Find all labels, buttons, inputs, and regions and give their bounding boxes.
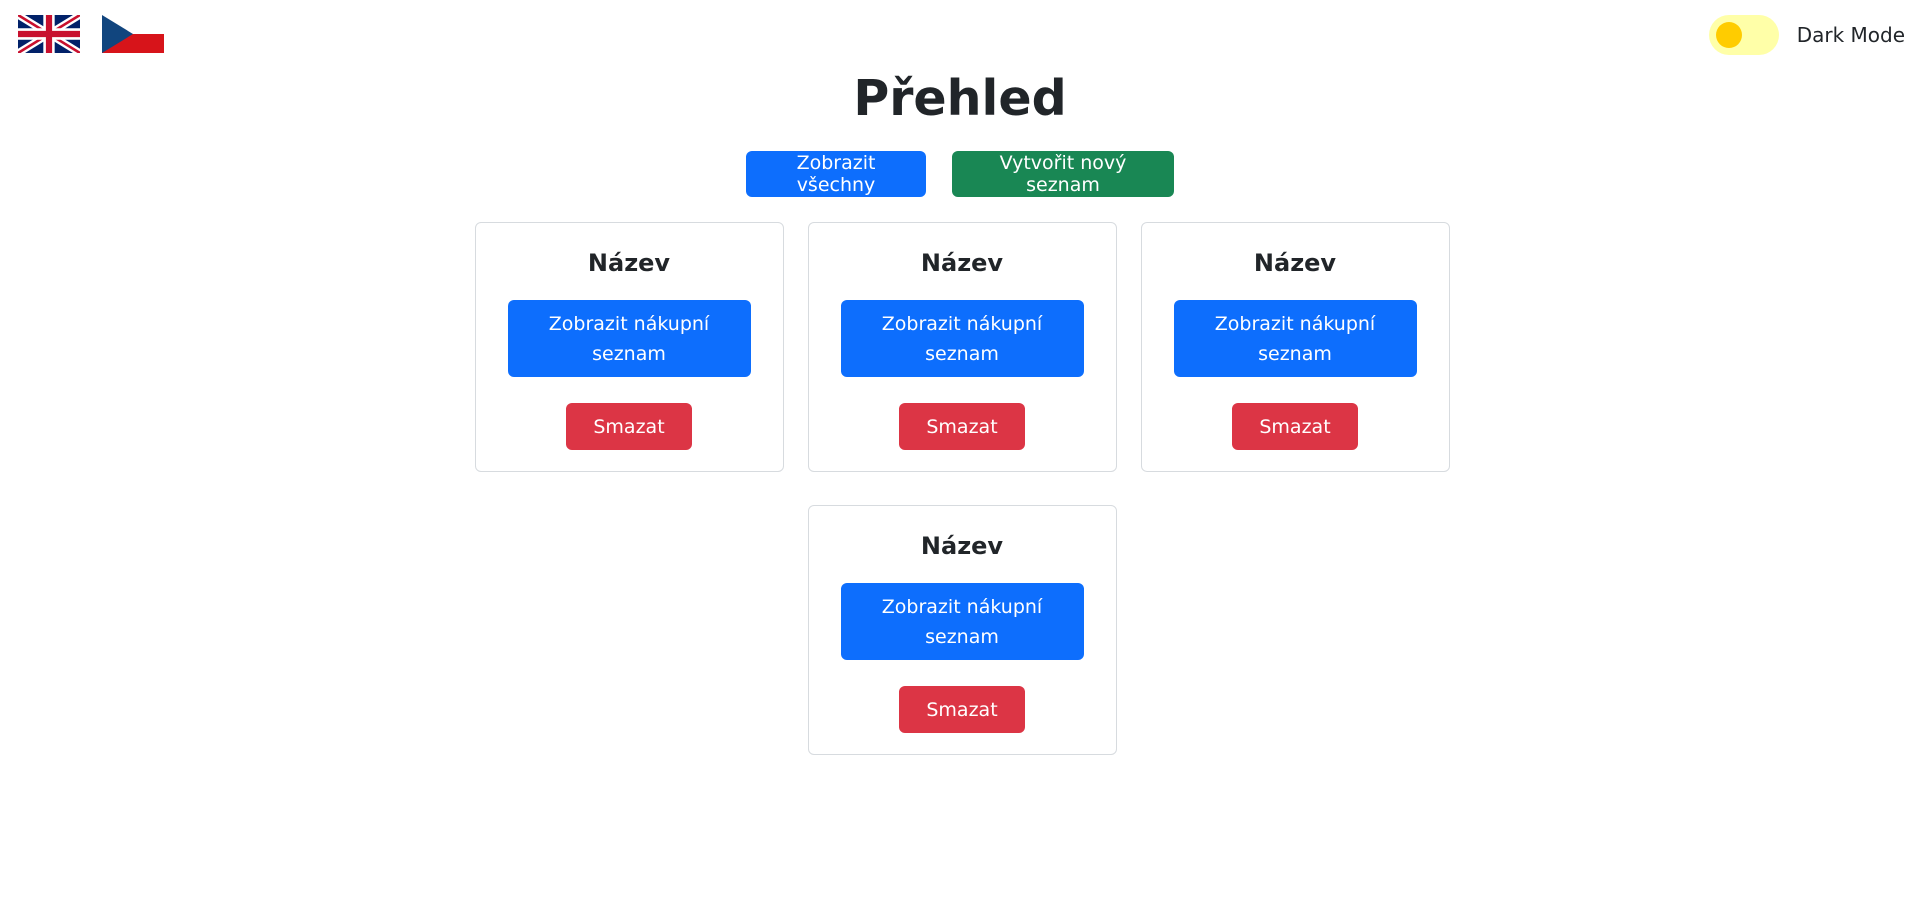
- list-title: Název: [920, 532, 1004, 560]
- create-list-button[interactable]: Vytvořit nový seznam: [952, 151, 1174, 197]
- list-title: Název: [1253, 249, 1337, 277]
- delete-list-button[interactable]: Smazat: [899, 403, 1025, 450]
- lists-grid: Název Zobrazit nákupní seznam Smazat Náz…: [474, 222, 1450, 755]
- delete-list-button[interactable]: Smazat: [566, 403, 692, 450]
- dark-mode-label: Dark Mode: [1796, 23, 1905, 47]
- view-list-button[interactable]: Zobrazit nákupní seznam: [507, 300, 751, 377]
- delete-list-button[interactable]: Smazat: [1232, 403, 1358, 450]
- dark-mode-control: Dark Mode: [1708, 15, 1905, 55]
- toggle-knob: [1715, 22, 1742, 48]
- page-title: Přehled: [853, 70, 1067, 127]
- list-card: Název Zobrazit nákupní seznam Smazat: [1140, 222, 1450, 472]
- uk-flag-icon[interactable]: [18, 15, 80, 53]
- delete-list-button[interactable]: Smazat: [899, 686, 1025, 733]
- view-list-button[interactable]: Zobrazit nákupní seznam: [1173, 300, 1417, 377]
- page-actions: Zobrazit všechny Vytvořit nový seznam: [0, 151, 1920, 197]
- list-card: Název Zobrazit nákupní seznam Smazat: [474, 222, 784, 472]
- show-all-button[interactable]: Zobrazit všechny: [746, 151, 926, 197]
- view-list-button[interactable]: Zobrazit nákupní seznam: [840, 300, 1084, 377]
- czech-flag-icon[interactable]: [102, 15, 164, 53]
- language-switcher: [18, 15, 164, 53]
- list-card: Název Zobrazit nákupní seznam Smazat: [807, 222, 1117, 472]
- list-title: Název: [920, 249, 1004, 277]
- view-list-button[interactable]: Zobrazit nákupní seznam: [840, 583, 1084, 660]
- list-card: Název Zobrazit nákupní seznam Smazat: [807, 505, 1117, 755]
- dark-mode-toggle[interactable]: [1708, 15, 1779, 55]
- list-title: Název: [587, 249, 671, 277]
